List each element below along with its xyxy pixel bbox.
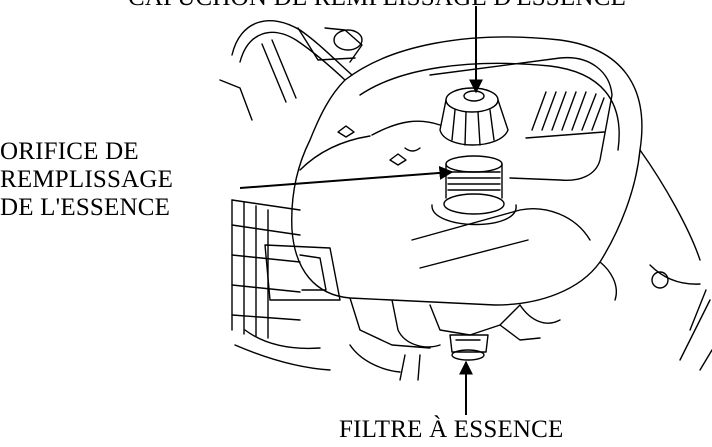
callout-arrows (239, 6, 483, 415)
filler-neck-label: ORIFICE DE REMPLISSAGE DE L'ESSENCE (0, 139, 173, 223)
filler-neck-label-line3: DE L'ESSENCE (0, 194, 171, 221)
muffler-cage (231, 199, 341, 350)
filler-neck-label-line1: ORIFICE DE (0, 138, 139, 165)
lower-engine (234, 297, 561, 381)
engine-drawing (219, 20, 712, 381)
right-frame (639, 149, 712, 371)
filler-arrow (239, 165, 454, 189)
fuel-filter (449, 334, 489, 361)
fuel-filter-label: FILTRE À ESSENCE (339, 416, 564, 443)
filler-neck-label-line2: REMPLISSAGE (0, 166, 174, 193)
fuel-filler-neck (431, 155, 517, 226)
fuel-cap (439, 87, 509, 146)
handle-frame (219, 20, 363, 121)
fuel-tank-shroud (291, 36, 643, 306)
fuel-cap-label: CAPUCHON DE REMPLISSAGE D'ESSENCE (128, 0, 626, 11)
